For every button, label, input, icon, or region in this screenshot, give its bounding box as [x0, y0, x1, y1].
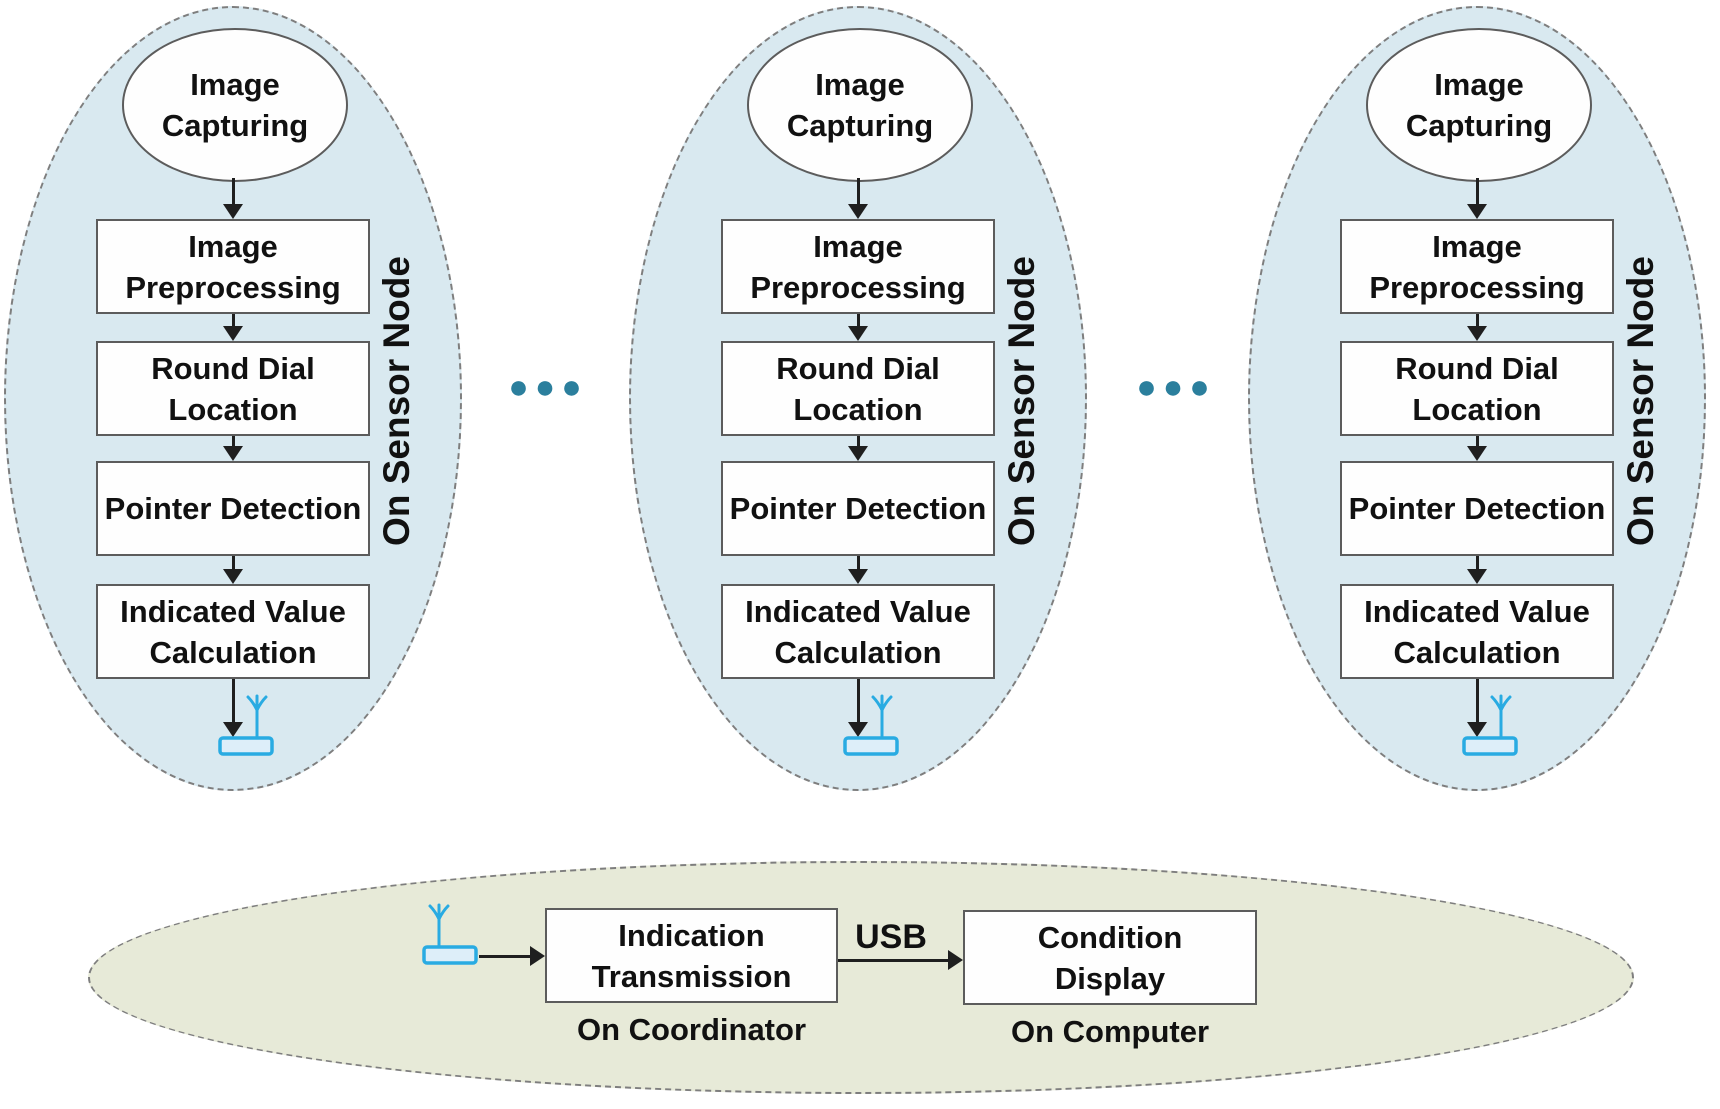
- image-capturing-shape: Image Capturing: [1366, 28, 1592, 182]
- sensor-node-group-3: Image Capturing Image Preprocessing Roun…: [1248, 6, 1706, 791]
- image-preprocessing-box: Image Preprocessing: [1340, 219, 1614, 314]
- flow-arrow: [1466, 178, 1488, 219]
- round-dial-location-label: Round Dial Location: [1395, 350, 1559, 427]
- indicated-value-calculation-box: Indicated Value Calculation: [96, 584, 370, 679]
- flow-arrow: [847, 314, 869, 341]
- sensor-node-side-label: On Sensor Node: [1620, 236, 1661, 566]
- indication-transmission-box: Indication Transmission: [545, 908, 838, 1003]
- flow-arrow: [1466, 436, 1488, 461]
- sensor-node-side-label: On Sensor Node: [1001, 236, 1042, 566]
- more-nodes-ellipsis: ●●●: [508, 368, 588, 406]
- indicated-value-calculation-label: Indicated Value Calculation: [745, 593, 971, 670]
- sensor-node-group-2: Image Capturing Image Preprocessing Roun…: [629, 6, 1087, 791]
- antenna-icon: [422, 903, 478, 965]
- antenna-icon: [843, 694, 899, 756]
- sensor-node-side-label-text: On Sensor Node: [1620, 256, 1661, 546]
- sensor-node-side-label: On Sensor Node: [376, 236, 417, 566]
- sensor-node-side-label-text: On Sensor Node: [376, 256, 417, 546]
- round-dial-location-box: Round Dial Location: [721, 341, 995, 436]
- image-capturing-label: Image Capturing: [786, 67, 934, 143]
- image-capturing-label: Image Capturing: [1405, 67, 1553, 143]
- image-preprocessing-label: Image Preprocessing: [750, 228, 966, 305]
- flow-arrow: [222, 314, 244, 341]
- image-capturing-label: Image Capturing: [161, 67, 309, 143]
- indicated-value-calculation-label: Indicated Value Calculation: [1364, 593, 1590, 670]
- coordinator-boundary: [88, 861, 1634, 1094]
- image-preprocessing-box: Image Preprocessing: [721, 219, 995, 314]
- image-capturing-shape: Image Capturing: [747, 28, 973, 182]
- round-dial-location-label: Round Dial Location: [151, 350, 315, 427]
- flow-arrow: [847, 556, 869, 584]
- usb-arrow: [838, 949, 963, 971]
- flow-arrow: [222, 556, 244, 584]
- sensor-node-group-1: Image Capturing Image Preprocessing Roun…: [4, 6, 462, 791]
- coordinator-group: Indication Transmission On Coordinator U…: [88, 861, 1634, 1094]
- indicated-value-calculation-box: Indicated Value Calculation: [721, 584, 995, 679]
- flow-arrow: [222, 679, 244, 737]
- round-dial-location-box: Round Dial Location: [96, 341, 370, 436]
- pointer-detection-box: Pointer Detection: [721, 461, 995, 556]
- flow-arrow: [847, 178, 869, 219]
- image-preprocessing-label: Image Preprocessing: [125, 228, 341, 305]
- pointer-detection-label: Pointer Detection: [729, 491, 987, 526]
- pointer-detection-label: Pointer Detection: [1348, 491, 1606, 526]
- flow-arrow: [222, 436, 244, 461]
- indication-transmission-label: Indication Transmission: [591, 917, 792, 994]
- sensor-node-side-label-text: On Sensor Node: [1001, 256, 1042, 546]
- indicated-value-calculation-box: Indicated Value Calculation: [1340, 584, 1614, 679]
- flow-arrow: [1466, 679, 1488, 737]
- round-dial-location-label: Round Dial Location: [776, 350, 940, 427]
- indicated-value-calculation-label: Indicated Value Calculation: [120, 593, 346, 670]
- antenna-icon: [1462, 694, 1518, 756]
- condition-display-label: Condition Display: [1037, 919, 1183, 996]
- antenna-icon: [218, 694, 274, 756]
- pointer-detection-box: Pointer Detection: [96, 461, 370, 556]
- more-nodes-ellipsis: ●●●: [1136, 368, 1216, 406]
- image-capturing-shape: Image Capturing: [122, 28, 348, 182]
- coordinator-caption-text: On Coordinator: [576, 1012, 807, 1047]
- round-dial-location-box: Round Dial Location: [1340, 341, 1614, 436]
- computer-caption-text: On Computer: [1010, 1014, 1210, 1049]
- flow-arrow: [222, 178, 244, 219]
- usb-label: USB: [855, 918, 927, 956]
- image-preprocessing-box: Image Preprocessing: [96, 219, 370, 314]
- condition-display-box: Condition Display: [963, 910, 1257, 1005]
- flow-arrow: [847, 679, 869, 737]
- flow-arrow: [479, 945, 545, 967]
- pointer-detection-label: Pointer Detection: [104, 491, 362, 526]
- flow-arrow: [1466, 314, 1488, 341]
- computer-caption: On Computer: [953, 1014, 1267, 1050]
- pointer-detection-box: Pointer Detection: [1340, 461, 1614, 556]
- image-preprocessing-label: Image Preprocessing: [1369, 228, 1585, 305]
- flow-arrow: [847, 436, 869, 461]
- coordinator-caption: On Coordinator: [535, 1012, 848, 1048]
- flow-arrow: [1466, 556, 1488, 584]
